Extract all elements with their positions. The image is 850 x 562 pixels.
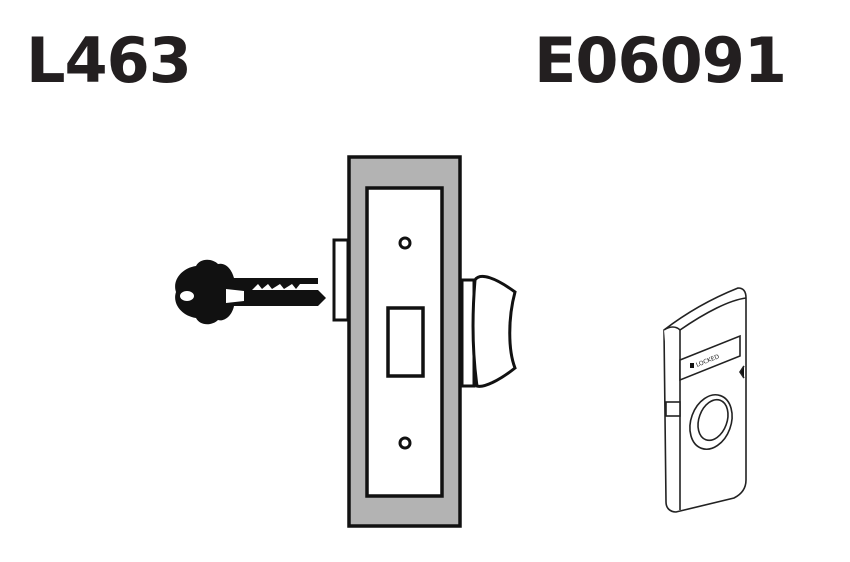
thumbturn-icon <box>460 275 517 388</box>
model-label-l463: L463 <box>26 24 192 97</box>
key-icon <box>175 259 326 325</box>
model-label-e06091: E06091 <box>534 24 787 97</box>
padlock-icon <box>690 363 694 368</box>
mortise-lock-icon <box>347 155 462 528</box>
cylinder-housing <box>332 238 350 322</box>
indicator-escutcheon-icon <box>663 287 747 513</box>
